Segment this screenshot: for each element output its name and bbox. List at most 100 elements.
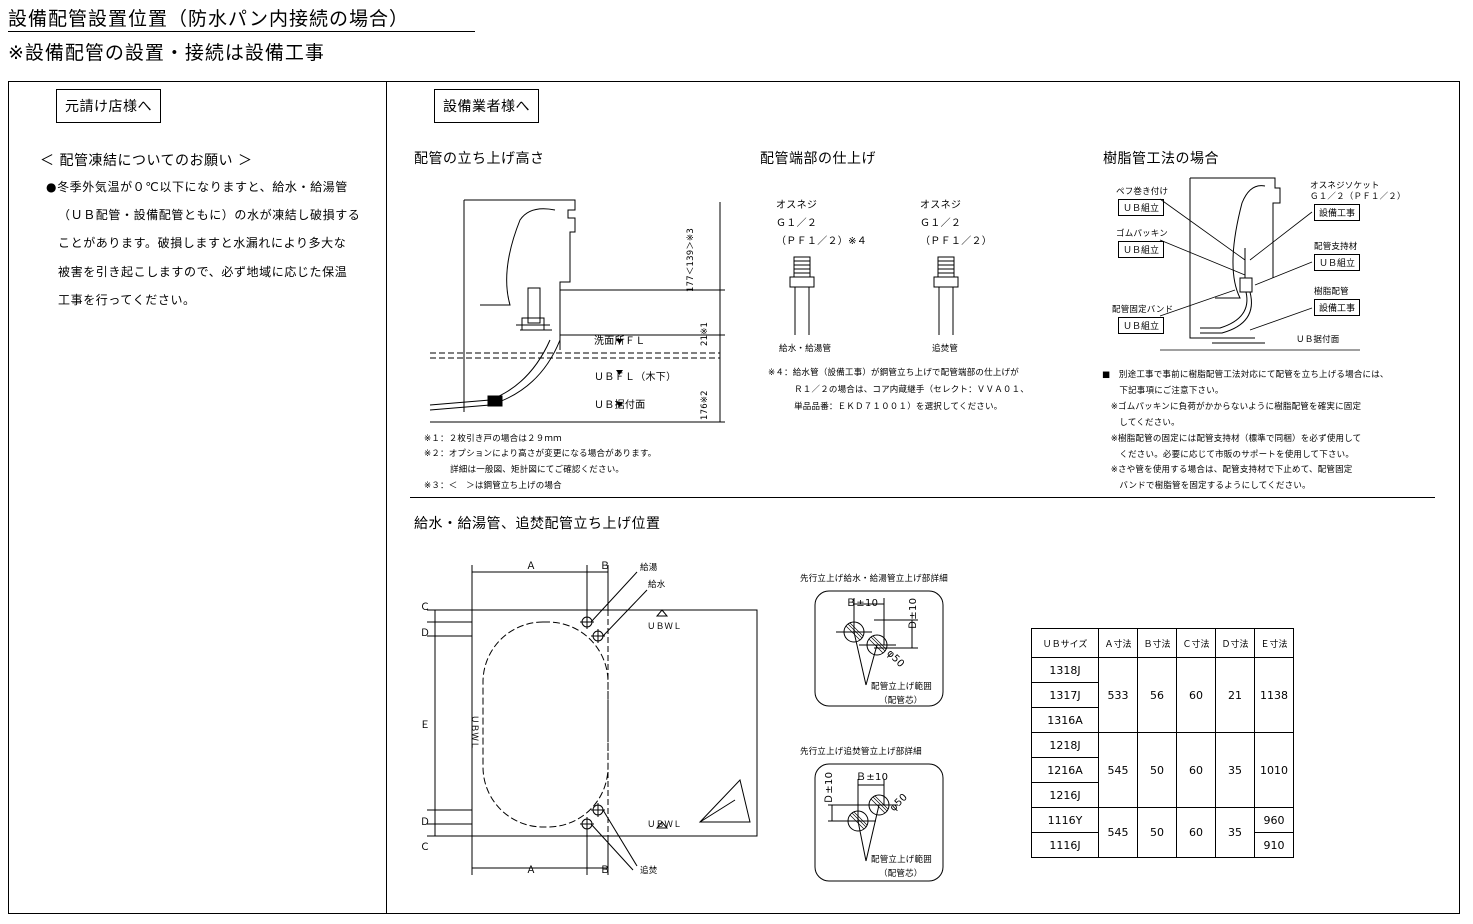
d-cell: 35	[1215, 807, 1255, 858]
table-row: 1116Y 545 50 60 35 960	[1031, 807, 1294, 858]
detail2-drawing	[814, 763, 944, 882]
resin-pipe-diagram	[1189, 177, 1281, 344]
support-box: ＵＢ組立	[1314, 254, 1361, 271]
fitting-right-line1: オスネジ	[920, 200, 962, 211]
plan-reheat-label: 追焚	[640, 866, 658, 876]
page-subtitle: ※設備配管の設置・接続は設備工事	[8, 42, 325, 64]
resin-box: 設備工事	[1314, 299, 1361, 316]
support-label: 配管支持材	[1314, 242, 1358, 252]
detail1-title: 先行立上げ給水・給湯管立上げ部詳細	[800, 574, 948, 584]
freeze-line-1: ●冬季外気温が０℃以下になりますと、給水・給湯管	[46, 180, 348, 194]
section3-note-7: ※さや管を使用する場合は、配管支持材で下止めて、配管固定	[1102, 465, 1353, 475]
plan-a-top: Ａ	[526, 561, 537, 572]
col-a: Ａ寸法	[1098, 628, 1138, 658]
band-box: ＵＢ組立	[1118, 317, 1165, 334]
rubber-label: ゴムパッキン	[1116, 229, 1168, 239]
detail1-note1: 配管立上げ範囲	[871, 682, 932, 692]
plan-cold-label: 給水	[648, 580, 666, 590]
fitting-left-caption: 給水・給湯管	[779, 344, 832, 354]
section1-note-2: ※２：オプションにより高さが変更になる場合があります。	[424, 449, 657, 459]
section1-note-1: ※１：２枚引き戸の場合は２９ｍｍ	[424, 434, 562, 444]
detail2-note1: 配管立上げ範囲	[871, 855, 932, 865]
freeze-line-4: 被害を引き起こしますので、必ず地域に応じた保温	[58, 265, 348, 279]
band-label: 配管固定バンド	[1112, 305, 1174, 315]
resin-label: 樹脂配管	[1314, 287, 1349, 297]
page-title: 設備配管設置位置（防水パン内接続の場合）	[8, 8, 409, 30]
b-cell: 50	[1137, 732, 1177, 808]
table-row: 1316A	[1031, 707, 1294, 733]
col-c: Ｃ寸法	[1176, 628, 1216, 658]
section3-title: 樹脂管工法の場合	[1103, 151, 1219, 167]
plan-a-bot: Ａ	[526, 865, 537, 876]
section1-title: 配管の立ち上げ高さ	[414, 151, 545, 167]
col-e: Ｅ寸法	[1254, 628, 1294, 658]
plan-b-top: Ｂ	[600, 561, 611, 572]
a-cell: 533	[1098, 657, 1138, 733]
fitting-left-line2: Ｇ１／２	[776, 218, 818, 229]
section3-note-8: バンドで樹脂管を固定するようにしてください。	[1102, 481, 1311, 491]
b-cell: 50	[1137, 807, 1177, 858]
size-cell: 1216A	[1031, 757, 1099, 783]
socket-label-2: Ｇ１／２（ＰＦ１／２）	[1310, 192, 1406, 202]
plan-d-top: Ｄ	[420, 628, 431, 639]
table-row: 1317J	[1031, 682, 1294, 708]
plan-b-bot: Ｂ	[600, 865, 611, 876]
table-row: 1116J 910	[1031, 832, 1294, 858]
freeze-line-3: ことがあります。破損しますと水漏れにより多大な	[58, 236, 347, 250]
plan-c-bot: Ｃ	[420, 842, 431, 853]
section2-title: 配管端部の仕上げ	[760, 151, 876, 167]
detail2-note2: （配管芯）	[879, 869, 923, 879]
resin-leader-lines	[1159, 198, 1360, 351]
plan-diagram	[427, 565, 758, 875]
c-cell: 60	[1176, 807, 1216, 858]
section1-note-3: 詳細は一般図、矩計図にてご確認ください。	[424, 465, 625, 475]
col-ub-size: ＵＢサイズ	[1031, 628, 1099, 658]
plan-ubwl-bot: ＵＢＷＬ	[647, 820, 682, 830]
rubber-box: ＵＢ組立	[1118, 241, 1165, 258]
dim-mid-label: 21※1	[700, 321, 710, 346]
plan-ubwl-left: ＵＢＷＬ	[469, 715, 479, 750]
col-b: Ｂ寸法	[1137, 628, 1177, 658]
detail2-title: 先行立上げ追焚管立上げ部詳細	[800, 747, 922, 757]
freeze-line-2: （ＵＢ配管・設備配管ともに）の水が凍結し破損する	[58, 208, 361, 222]
c-cell: 60	[1176, 732, 1216, 808]
freeze-heading: ＜ 配管凍結についてのお願い ＞	[40, 153, 253, 169]
section3-ub-mount: ＵＢ据付面	[1296, 335, 1340, 345]
detail1-b: Ｂ±10	[846, 598, 879, 609]
e-cell: 1010	[1254, 732, 1294, 808]
detail1-d: Ｄ±10	[908, 597, 919, 630]
dim-top-label: 177＜139＞※3	[686, 228, 696, 292]
pipe-fittings-drawing	[789, 256, 959, 335]
panel-divider	[386, 81, 387, 914]
plan-e: Ｅ	[420, 720, 431, 731]
socket-box: 設備工事	[1314, 204, 1361, 221]
outer-frame	[8, 81, 1460, 914]
plan-ubwl-top: ＵＢＷＬ	[647, 622, 682, 632]
table-header-row: ＵＢサイズ Ａ寸法 Ｂ寸法 Ｃ寸法 Ｄ寸法 Ｅ寸法	[1031, 628, 1294, 658]
section3-note-6: ください。必要に応じて市販のサポートを使用して下さい。	[1102, 450, 1355, 460]
e-cell: 1138	[1254, 657, 1294, 733]
fitting-left-line1: オスネジ	[776, 200, 818, 211]
section-separator	[410, 497, 1435, 498]
size-cell: 1216J	[1031, 782, 1099, 808]
col-d: Ｄ寸法	[1215, 628, 1255, 658]
fitting-right-line3: （ＰＦ１／２）	[920, 236, 993, 247]
size-cell: 1317J	[1031, 682, 1099, 708]
size-cell: 1218J	[1031, 732, 1099, 758]
tape-box: ＵＢ組立	[1118, 199, 1165, 216]
table-row: 1218J 545 50 60 35 1010	[1031, 732, 1294, 808]
section3-note-2: 下記事項にご注意下さい。	[1102, 386, 1224, 396]
section3-note-5: ※樹脂配管の固定には配管支持材（標準で同梱）を必ず使用して	[1102, 434, 1362, 444]
plan-d-bot: Ｄ	[420, 817, 431, 828]
e-cell: 910	[1254, 832, 1294, 858]
size-cell: 1116Y	[1031, 807, 1099, 833]
tape-label: ペフ巻き付け	[1116, 187, 1169, 197]
riser-height-diagram	[429, 199, 725, 423]
freeze-line-5: 工事を行ってください。	[58, 293, 196, 307]
c-cell: 60	[1176, 657, 1216, 733]
a-cell: 545	[1098, 732, 1138, 808]
a-cell: 545	[1098, 807, 1138, 858]
table-row: 1318J 533 56 60 21 1138	[1031, 657, 1294, 733]
section2-note-3: 単品品番：ＥＫＤ７１００１）を選択してください。	[768, 402, 1003, 412]
socket-label-1: オスネジソケット	[1310, 181, 1380, 191]
